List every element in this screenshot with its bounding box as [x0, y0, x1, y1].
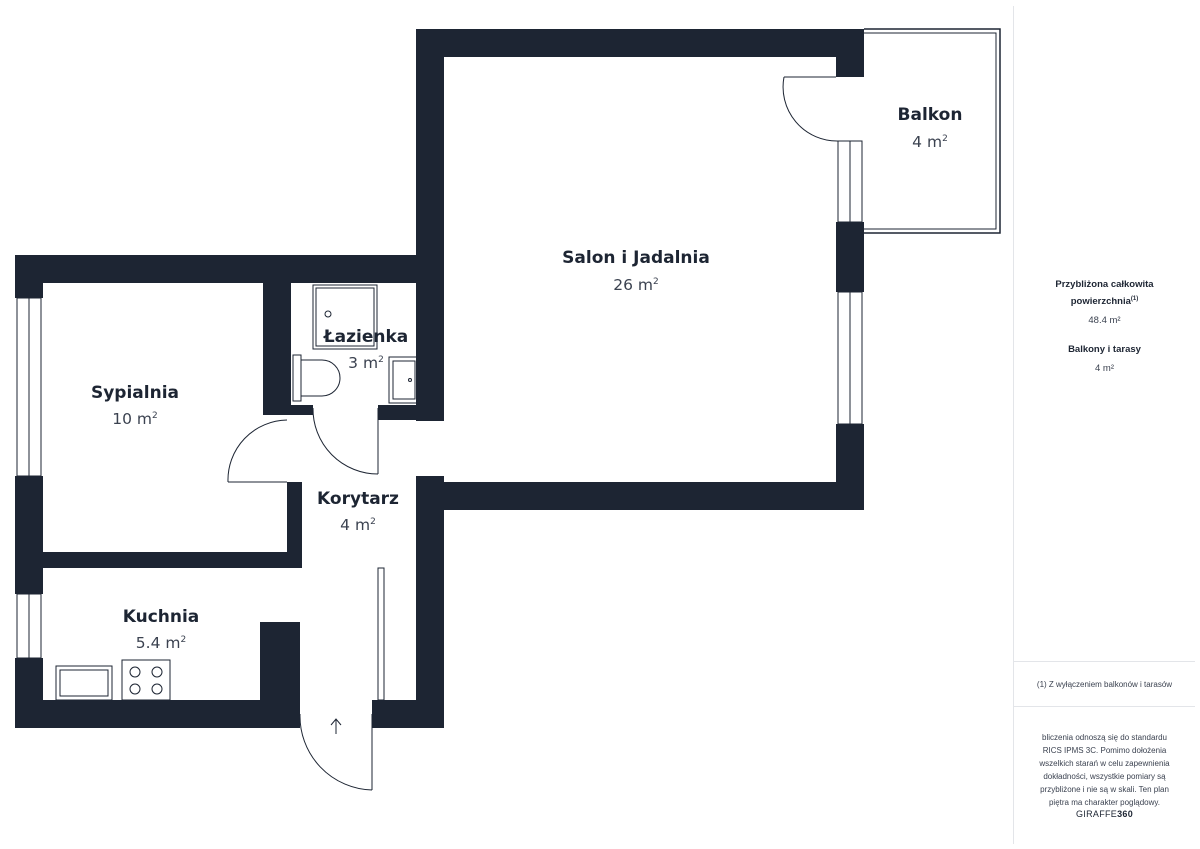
- total-area-value: 48.4 m²: [1088, 315, 1121, 327]
- burner-icon: [151, 666, 163, 678]
- room-area-korytarz: 4 m2: [340, 516, 376, 534]
- room-name-sypialnia: Sypialnia: [91, 383, 179, 403]
- door-swing: [782, 76, 839, 142]
- burner-icon: [129, 683, 141, 695]
- doors: [227, 76, 839, 791]
- shower: [312, 284, 378, 350]
- door-swing: [227, 419, 288, 483]
- info-panel: Przybliżona całkowita powierzchnia(1) 48…: [1013, 6, 1195, 844]
- fixtures: [55, 284, 420, 701]
- shower-drain-icon: [324, 310, 332, 318]
- sink: [388, 356, 420, 404]
- room-area-kuchnia: 5.4 m2: [136, 634, 186, 652]
- room-name-kuchnia: Kuchnia: [123, 607, 200, 627]
- door-swing: [299, 713, 373, 791]
- divider: [1014, 661, 1195, 662]
- sink-drain-icon: [408, 378, 412, 382]
- wall: [263, 405, 313, 415]
- wall: [15, 552, 302, 568]
- room-name-salon: Salon i Jadalnia: [562, 248, 710, 268]
- room-labels: Salon i Jadalnia 26 m2 Balkon 4 m2 Łazie…: [91, 105, 962, 652]
- room-area-salon: 26 m2: [613, 276, 659, 294]
- wall: [416, 548, 444, 728]
- windows: [16, 140, 863, 659]
- footnote-mark: (1): [1130, 296, 1139, 302]
- wall: [416, 482, 864, 510]
- balcony-area-value: 4 m²: [1095, 363, 1114, 374]
- divider: [1014, 706, 1195, 707]
- toilet-tank: [292, 354, 302, 402]
- floor-plan: Salon i Jadalnia 26 m2 Balkon 4 m2 Łazie…: [15, 28, 1001, 791]
- shower-inner: [315, 287, 375, 347]
- burner-icon: [151, 683, 163, 695]
- door-swing: [312, 407, 379, 475]
- kitchen-sink: [55, 665, 113, 701]
- footnote-text: (1) Z wyłączeniem balkonów i tarasów: [1036, 680, 1173, 689]
- room-name-korytarz: Korytarz: [317, 489, 399, 509]
- balcony-area-block: Balkony i tarasy 4 m²: [1014, 342, 1195, 376]
- wall: [263, 255, 291, 415]
- walls: [15, 29, 864, 728]
- room-area-balkon: 4 m2: [912, 133, 948, 151]
- wall: [15, 255, 43, 298]
- wall: [287, 482, 302, 568]
- wall: [836, 29, 864, 77]
- stove: [121, 659, 171, 701]
- wall: [416, 29, 444, 421]
- wall: [836, 222, 864, 292]
- room-area-sypialnia: 10 m2: [112, 410, 158, 428]
- wall: [15, 255, 444, 283]
- room-name-balkon: Balkon: [898, 105, 963, 125]
- wall: [15, 476, 43, 594]
- total-area-block: Przybliżona całkowita powierzchnia(1) 48…: [1014, 277, 1195, 328]
- wall: [15, 700, 300, 728]
- balcony-outline: [864, 28, 1001, 234]
- entrance-arrow-icon: [330, 718, 342, 734]
- brand-logo: GIRAFFE360: [1075, 809, 1134, 819]
- kitchen-sink-basin: [59, 669, 109, 697]
- disclaimer-text: bliczenia odnoszą się do standardu RICS …: [1039, 733, 1170, 807]
- sink-basin: [392, 360, 416, 400]
- balcony-area-label: Balkony i tarasy: [1068, 344, 1141, 355]
- wall: [378, 405, 444, 420]
- wardrobe: [377, 567, 385, 701]
- room-area-lazienka: 3 m2: [348, 354, 384, 372]
- burner-icon: [129, 666, 141, 678]
- wall: [416, 29, 864, 57]
- balcony-railing: [864, 28, 1001, 234]
- room-name-lazienka: Łazienka: [323, 327, 409, 347]
- balcony-railing-inner: [864, 32, 997, 230]
- total-area-label: Przybliżona całkowita powierzchnia(1): [1055, 279, 1154, 308]
- toilet-bowl: [300, 359, 341, 397]
